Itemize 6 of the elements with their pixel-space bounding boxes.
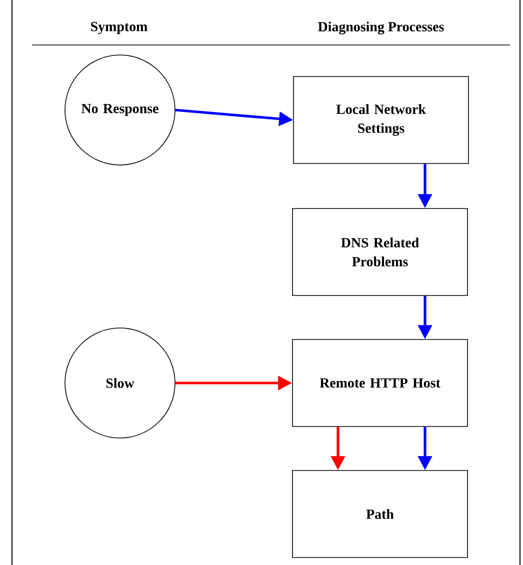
process-box: Path [292, 470, 468, 558]
column-heading: Symptom [91, 22, 148, 34]
process-box: DNS Related Problems [292, 208, 468, 296]
process-box: Remote HTTP Host [292, 339, 468, 427]
process-box: Local Network Settings [293, 76, 469, 164]
column-heading: Diagnosing Processes [318, 22, 444, 34]
